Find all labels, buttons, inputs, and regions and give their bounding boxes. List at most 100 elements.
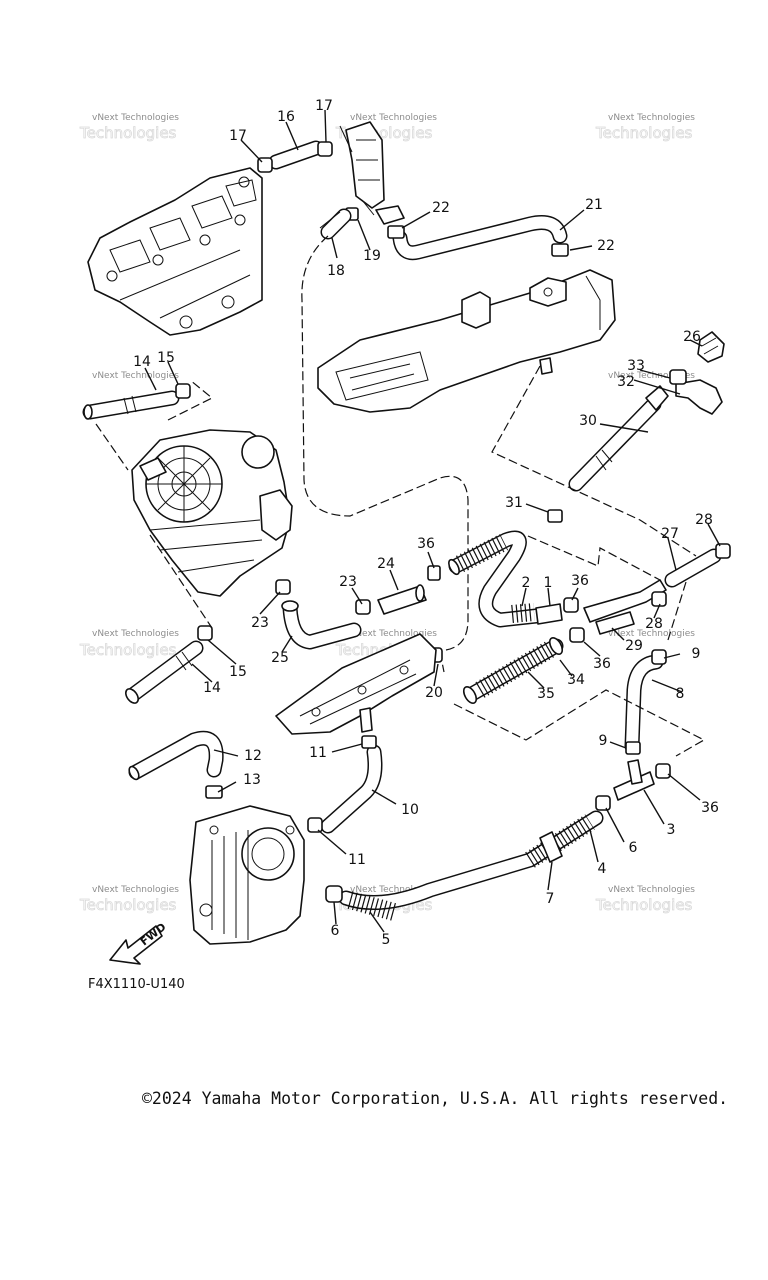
clamp-15 <box>175 383 191 399</box>
callout: 23 <box>251 615 269 631</box>
outlet-plate <box>275 633 437 735</box>
copyright-notice: ©2024 Yamaha Motor Corporation, U.S.A. A… <box>142 1089 728 1108</box>
pump-housing <box>131 429 293 597</box>
clamp-36 <box>655 763 671 779</box>
callout: 16 <box>277 109 295 125</box>
callout: 10 <box>401 802 419 818</box>
callout: 34 <box>567 672 585 688</box>
hose-25 <box>275 579 371 650</box>
callout: 9 <box>599 733 608 749</box>
hose-18 <box>319 208 352 240</box>
clamp-36 <box>563 597 579 613</box>
callout: 30 <box>579 413 597 429</box>
callout: 6 <box>331 923 340 939</box>
callout: 14 <box>133 354 151 370</box>
clamp-28 <box>715 543 731 559</box>
watermark: vNext Technologies <box>350 113 437 123</box>
callout: 22 <box>432 200 450 216</box>
corrugated-hose-35 <box>462 638 564 704</box>
hose-8 <box>624 649 667 755</box>
fwd-label: FWD <box>138 920 169 948</box>
clamp-23 <box>355 599 371 615</box>
callout: 15 <box>229 664 247 680</box>
clamp-7 <box>539 831 563 863</box>
callout: 23 <box>339 574 357 590</box>
callout: 7 <box>546 891 555 907</box>
callout: 12 <box>244 748 262 764</box>
clamp-15 <box>197 625 213 641</box>
callout: 4 <box>598 861 607 877</box>
watermark: vNext Technologies <box>608 885 695 895</box>
callout: 2 <box>522 575 531 591</box>
hose-10 <box>307 735 383 834</box>
callout: 5 <box>382 932 391 948</box>
callout: 31 <box>505 495 523 511</box>
watermark: vNext Technologies <box>92 629 179 639</box>
clamp-36 <box>569 627 585 643</box>
callout-labels: 1 2 3 4 5 6 6 7 8 9 9 10 11 11 12 13 14 … <box>133 98 719 948</box>
callout: 19 <box>363 248 381 264</box>
callout: 22 <box>597 238 615 254</box>
clamp-11 <box>307 817 323 833</box>
watermark: vNext Technologies <box>350 629 437 639</box>
callout: 20 <box>425 685 443 701</box>
hose-21 <box>387 215 569 261</box>
watermark: vNext Technologies <box>350 885 437 895</box>
pipe-14 <box>82 390 180 420</box>
callout: 3 <box>667 822 676 838</box>
clamp-13 <box>205 785 223 799</box>
callout: 32 <box>617 374 635 390</box>
callout: 1 <box>544 575 553 591</box>
pipe-30 <box>568 385 669 492</box>
callout: 28 <box>645 616 663 632</box>
callout: 36 <box>571 573 589 589</box>
clamp-22 <box>387 225 405 239</box>
connector-24 <box>377 584 427 615</box>
watermark: vNext Technologies <box>608 629 695 639</box>
clamp-9 <box>625 741 641 755</box>
callout: 15 <box>157 350 175 366</box>
fitting-26 <box>697 331 725 363</box>
clamp-22 <box>551 243 569 257</box>
clamp-6 <box>595 795 611 811</box>
callout: 11 <box>309 745 327 761</box>
watermark-ghost: Technologies <box>79 124 177 142</box>
watermark: vNext Technologies <box>92 885 179 895</box>
corrugated-hose-2 <box>448 530 544 628</box>
callout: 11 <box>348 852 366 868</box>
callout: 36 <box>701 800 719 816</box>
cover-assembly <box>189 805 305 945</box>
clamp-11 <box>361 735 377 749</box>
callout: 29 <box>625 638 643 654</box>
hose-12 <box>128 730 224 799</box>
bracket-assembly <box>339 121 405 225</box>
hose-27 <box>651 543 731 607</box>
callout: 35 <box>537 686 555 702</box>
watermark-ghost: Technologies <box>595 896 693 914</box>
callout: 17 <box>229 128 247 144</box>
fwd-arrow: FWD <box>109 920 169 965</box>
watermark-ghost: Technologies <box>79 641 177 659</box>
callout: 14 <box>203 680 221 696</box>
leader-lines <box>144 109 721 933</box>
watermark-ghost: Technologies <box>79 896 177 914</box>
y-fitting-29 <box>569 579 667 643</box>
drawing-code: F4X1110-U140 <box>88 977 185 992</box>
callout: 13 <box>243 772 261 788</box>
callout: 36 <box>417 536 435 552</box>
exhaust-manifold <box>87 167 263 336</box>
pipe-1 <box>535 597 579 625</box>
callout: 9 <box>692 646 701 662</box>
fitting-33 <box>669 369 687 385</box>
watermark: vNext Technologies <box>92 371 179 381</box>
callout: 36 <box>593 656 611 672</box>
clamp-31 <box>547 509 563 523</box>
callout: 18 <box>327 263 345 279</box>
callout: 17 <box>315 98 333 114</box>
clamp-6 <box>325 885 343 903</box>
bracket-32 <box>675 379 723 415</box>
clamp-9 <box>651 649 667 665</box>
callout: 25 <box>271 650 289 666</box>
callout: 8 <box>676 686 685 702</box>
